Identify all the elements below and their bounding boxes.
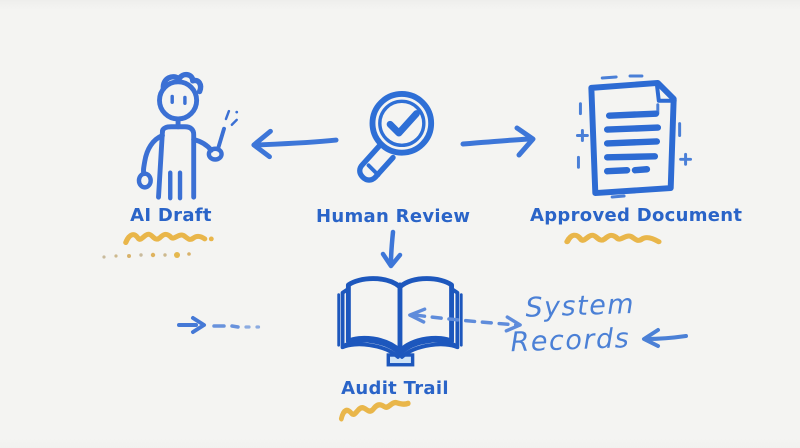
system-records-note: System Records <box>510 288 637 360</box>
arrow-review-to-audit <box>380 229 403 270</box>
person-presenting-icon <box>122 71 240 204</box>
magnifier-check-icon <box>350 88 438 186</box>
system-records-line1: System <box>524 288 636 324</box>
ai-draft-label: AI Draft <box>130 205 212 226</box>
dashed-double-arrow <box>400 306 528 334</box>
dots-row <box>100 249 196 261</box>
system-records-line2: Records <box>510 323 631 359</box>
dashed-fading-arrow <box>176 314 268 334</box>
approved-document-label: Approved Document <box>530 205 743 226</box>
document-icon <box>574 74 694 199</box>
arrow-review-to-draft <box>246 127 339 161</box>
human-review-label: Human Review <box>316 206 471 227</box>
arrow-to-system-records <box>638 326 690 350</box>
audit-trail-underline-squiggle <box>336 392 416 425</box>
audit-trail-label: Audit Trail <box>341 378 449 399</box>
arrow-review-to-document <box>459 125 539 161</box>
ai-draft-underline-squiggle <box>122 228 216 248</box>
open-book-icon <box>326 268 472 370</box>
approved-document-underline-squiggle <box>563 229 667 249</box>
